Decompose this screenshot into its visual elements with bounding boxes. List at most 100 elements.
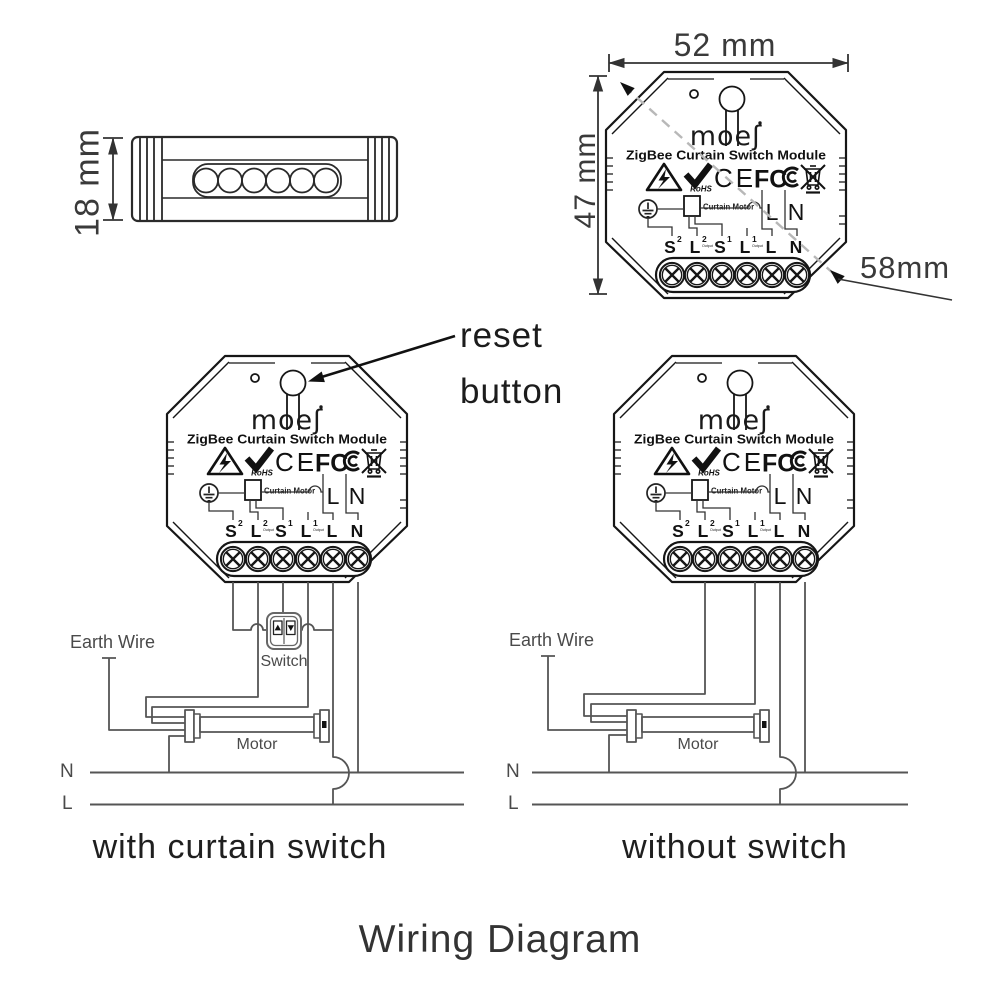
svg-text:2: 2 [263,518,268,528]
svg-text:S: S [664,237,676,257]
switch-label: Switch [260,653,308,670]
svg-text:S: S [722,521,734,541]
motor-connector-box [244,479,262,501]
svg-text:1: 1 [727,234,732,244]
svg-text:1: 1 [288,518,293,528]
module-outline [604,70,848,300]
neutral-line-label: N [60,761,74,782]
wire-switch-to-live [301,623,333,631]
module-top-view: moeʃ ZigBee Curtain Switch Module RoHS C… [602,66,850,304]
motor-connector-box [691,479,709,501]
svg-text:2: 2 [710,518,715,528]
svg-text:Output: Output [760,528,771,532]
svg-text:1: 1 [760,518,765,528]
fcc-label: FC [754,166,787,194]
screw-terminal[interactable] [244,545,272,573]
product-name: ZigBee Curtain Switch Module [634,433,834,447]
wire-live-drop [779,582,797,804]
reset-keyhole-icon[interactable] [279,369,307,431]
wiring-without-switch [532,582,908,806]
svg-text:1: 1 [313,518,318,528]
terminal-labels: S 2 L 2 Output S 1 L 1 Output L N [225,518,363,541]
motor-connector-box [683,195,701,217]
fcc-mark-icon: FC [754,166,799,194]
fcc-mark-icon: FC [762,450,807,478]
terminal-strip [654,256,812,294]
neutral-letter: N [788,199,805,225]
weee-crossed-bin-icon [800,164,826,194]
module-with-switch: moeʃ ZigBee Curtain Switch Module RoHS C… [163,350,411,588]
switch-up-icon [274,624,281,631]
led-hole [250,373,260,383]
motor-label: Motor [677,736,719,753]
svg-text:2: 2 [702,234,707,244]
rohs-check-icon: RoHS [691,446,722,478]
svg-text:Output: Output [752,244,763,248]
wire-motor-to-neutral [608,734,627,772]
module-without-switch: moeʃ ZigBee Curtain Switch Module RoHS C… [610,350,858,588]
neutral-letter: N [349,483,366,509]
svg-text:N: N [790,237,803,257]
caption-with-switch: with curtain switch [92,828,388,866]
screw-terminal[interactable] [791,545,819,573]
terminal-strip [662,540,820,578]
curtain-motor-label: Curtain Motor [711,487,762,496]
curtain-motor-label: Curtain Motor [264,487,315,496]
brand-logo: moeʃ [251,405,323,436]
svg-text:S: S [714,237,726,257]
fcc-label: FC [315,450,348,478]
screw-terminal[interactable] [783,261,811,289]
svg-text:2: 2 [677,234,682,244]
earth-wire-label: Earth Wire [70,632,156,652]
wire-motor-to-neutral [168,735,185,772]
svg-text:Output: Output [313,528,324,532]
certification-icons: RoHS CE FC [645,162,826,194]
dimension-18mm-lines [103,137,123,221]
dimension-58mm-label: 58mm [860,250,951,285]
rohs-check-icon: RoHS [683,162,714,194]
ce-mark-icon: CE [714,163,756,193]
reset-arrow [308,334,456,383]
svg-text:S: S [275,521,287,541]
brand-text: moeʃ [690,121,763,152]
dimension-52mm-lines [608,54,849,72]
svg-text:L: L [698,521,709,541]
live-line-label: L [508,793,519,814]
dimension-47mm-lines [589,75,607,295]
svg-text:Output: Output [702,244,713,248]
svg-text:L: L [740,237,751,257]
neutral-letter: N [796,483,813,509]
earth-wire [102,657,185,731]
curtain-switch[interactable] [266,612,302,650]
wire-live-drop [332,582,350,804]
live-letter: L [766,199,779,225]
reset-keyhole-icon[interactable] [718,85,746,147]
earth-wire-label: Earth Wire [509,630,595,650]
dimension-18mm-label: 18 mm [68,128,107,237]
reset-keyhole-icon[interactable] [726,369,754,431]
wire-l1-to-motor [590,582,756,723]
module-outline [612,354,856,584]
motor-label: Motor [236,736,278,753]
page-title: Wiring Diagram [358,918,642,961]
brand-text: moeʃ [698,405,771,436]
certification-icons: RoHS CE FC [206,446,387,478]
live-line-label: L [62,793,73,814]
screw-terminal[interactable] [344,545,372,573]
wiring-with-switch [90,582,464,806]
rohs-label: RoHS [690,185,712,194]
rohs-label: RoHS [698,469,720,478]
wire-l1-to-motor [151,582,309,724]
svg-text:L: L [766,237,777,257]
reset-annotation-line1: reset [460,316,543,355]
neutral-line-label: N [506,761,520,782]
module-side-view [130,135,399,223]
live-letter: L [327,483,340,509]
svg-text:L: L [774,521,785,541]
svg-text:L: L [251,521,262,541]
curtain-switch-module: moeʃ ZigBee Curtain Switch Module RoHS C… [165,354,409,584]
wire-l2-to-motor [583,582,706,717]
terminal-strip [215,540,373,578]
curtain-motor [626,709,770,743]
